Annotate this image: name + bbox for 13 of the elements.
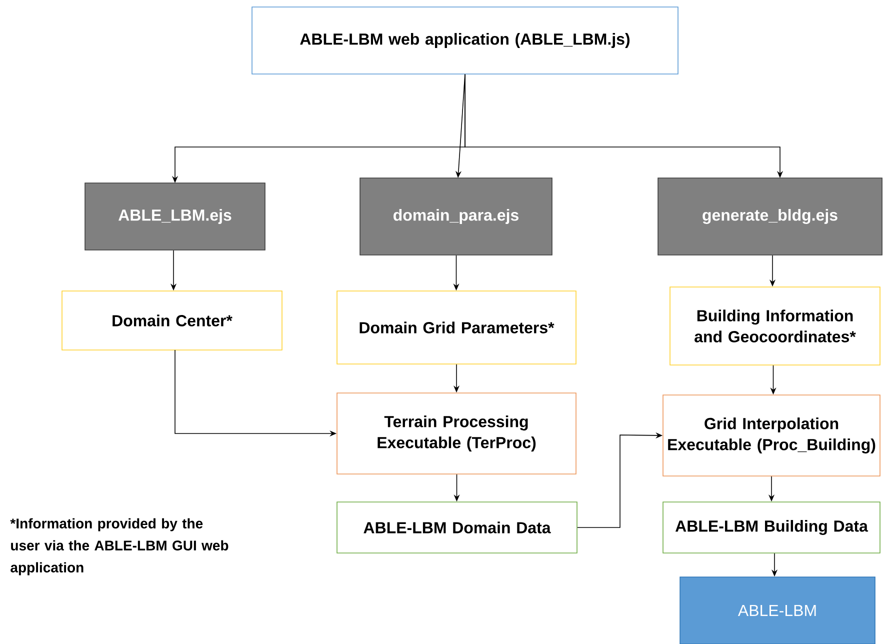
- process-box: Grid Interpolation Executable (Proc_Building): [662, 394, 880, 476]
- input-box: Domain Center*: [62, 290, 282, 350]
- data-box: ABLE-LBM Domain Data: [336, 502, 578, 554]
- file-box: domain_para.ejs: [360, 178, 552, 256]
- application-box: ABLE-LBM web application (ABLE_LBM.js): [252, 6, 678, 74]
- file-box: generate_bldg.ejs: [658, 178, 882, 256]
- input-box: Domain Grid Parameters*: [336, 290, 576, 364]
- data-box: ABLE-LBM Building Data: [662, 502, 880, 554]
- process-box: Terrain Processing Executable (TerProc): [336, 392, 576, 474]
- output-box: ABLE-LBM: [680, 576, 876, 644]
- file-box: ABLE_LBM.ejs: [84, 182, 266, 250]
- footnote: *Information provided by the user via the ABLE-LBM GUI web application: [10, 518, 228, 576]
- input-box: Building Information and Geocoordinates*: [670, 286, 880, 366]
